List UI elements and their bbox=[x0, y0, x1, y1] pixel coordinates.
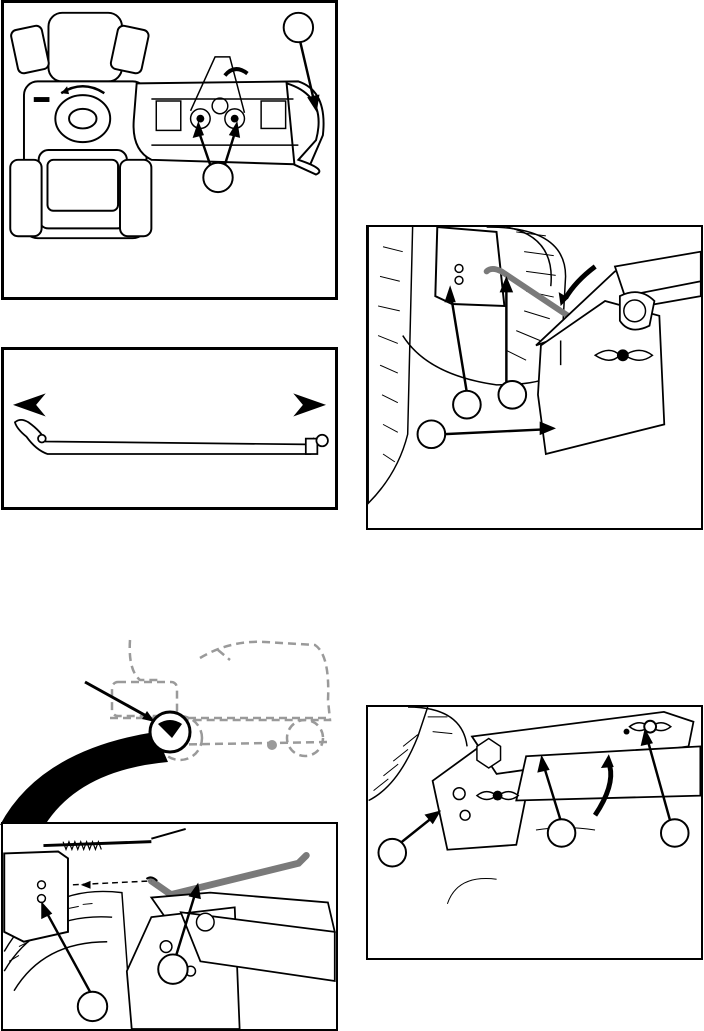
lift-link-pin-illustration bbox=[368, 707, 701, 958]
bracket bbox=[4, 851, 68, 941]
lift-rod-installed-illustration bbox=[3, 824, 336, 1029]
front-wheel-outline bbox=[287, 720, 323, 756]
seat-back bbox=[130, 640, 160, 680]
deck-belt-illustration bbox=[4, 3, 335, 297]
lift-rod-gray bbox=[151, 855, 306, 894]
figure-deck-belt-top-view bbox=[1, 0, 338, 300]
rear-left-tire bbox=[10, 160, 41, 236]
arrow-left-icon bbox=[13, 393, 46, 416]
bracket-lift-rod-illustration bbox=[368, 227, 701, 528]
figure-lift-rod-installed bbox=[1, 822, 338, 1031]
tractor-side-illustration bbox=[0, 620, 340, 825]
lift-rod bbox=[15, 420, 317, 454]
figure-tractor-side-view bbox=[0, 620, 340, 825]
figure-bracket-lift-rod bbox=[366, 225, 703, 530]
arrow-right-icon bbox=[293, 393, 326, 416]
callout-circle bbox=[284, 13, 313, 42]
front-left-tire bbox=[10, 25, 50, 75]
hood bbox=[48, 13, 122, 82]
callout-circle bbox=[203, 163, 232, 192]
rear-right-tire bbox=[120, 160, 151, 236]
figure-deck-lift-rod bbox=[1, 347, 338, 510]
figure-lift-link-pin bbox=[366, 705, 703, 960]
magnifier-wedge bbox=[0, 732, 168, 825]
lift-rod-illustration bbox=[4, 350, 335, 507]
